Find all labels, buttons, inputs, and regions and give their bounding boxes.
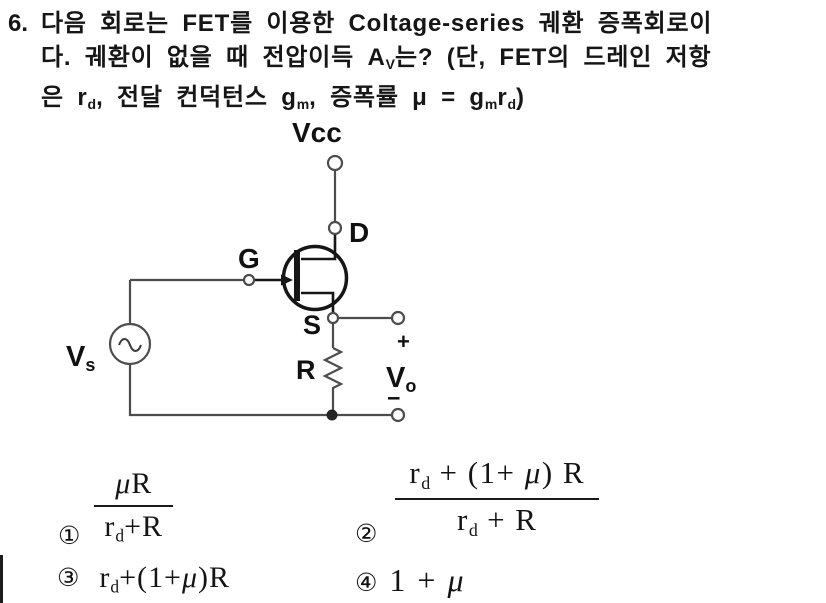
- choice-2-formula: rd + (1+ μ) R rd + R: [395, 455, 600, 541]
- fet-gate-arrow: [281, 274, 293, 286]
- numerator-text-b: + (1+: [430, 455, 525, 490]
- subscript-d: d: [468, 519, 478, 540]
- subscript-m: m: [296, 96, 310, 112]
- denominator-text-b: + R: [477, 501, 538, 537]
- fraction-numerator: μR: [105, 466, 162, 501]
- resistor-label: R: [296, 355, 316, 385]
- fraction-bar: [94, 505, 174, 508]
- choice-2: ② rd + (1+ μ) R rd + R: [355, 455, 600, 546]
- question-text: 6. 다음 회로는 FET를 이용한 Coltage-series 궤환 증폭회로…: [8, 7, 820, 122]
- question-line-1-text: 다음 회로는 FET를 이용한 Coltage-series 궤환 증폭회로이: [41, 10, 713, 37]
- vs-label: Vs: [66, 341, 95, 375]
- vo-label-main: V: [386, 362, 406, 394]
- fet-body: [281, 244, 349, 312]
- fraction-denominator: rd + R: [443, 502, 551, 541]
- formula-text-b: +(1+: [119, 561, 182, 594]
- fraction-numerator: rd + (1+ μ) R: [395, 455, 599, 494]
- junction-dot: [326, 409, 338, 421]
- choice-1: ① μR rd+R: [58, 466, 174, 551]
- numerator-text: R: [131, 467, 153, 500]
- vs-label-main: V: [66, 341, 86, 373]
- fraction-denominator: rd+R: [94, 509, 173, 546]
- mu-symbol: μ: [447, 562, 466, 598]
- subscript-m2: m: [484, 96, 498, 112]
- terminal-circles: [242, 154, 406, 423]
- fet-source-lead: [301, 291, 335, 313]
- question-line-1: 6. 다음 회로는 FET를 이용한 Coltage-series 궤환 증폭회로…: [8, 7, 820, 41]
- source-label: S: [303, 310, 321, 340]
- question-line-3-text-c: , 증폭률 μ = g: [309, 84, 485, 111]
- formula-text: 1 +: [389, 562, 448, 598]
- output-terminal-bottom: [390, 407, 406, 423]
- wire-left-loop-bottom: [128, 364, 391, 417]
- subscript-V: V: [385, 55, 395, 72]
- choice-1-marker: ①: [58, 521, 81, 551]
- subscript-d: d: [115, 525, 125, 546]
- question-line-2: 다. 궤환이 없을 때 전압이득 AV는? (단, FET의 드레인 저항: [8, 41, 820, 82]
- vo-minus-sign: −: [387, 385, 400, 411]
- subscript-d: d: [87, 96, 97, 112]
- question-line-2-text: 다. 궤환이 없을 때 전압이득 A: [41, 43, 386, 71]
- drain-label: D: [349, 217, 369, 248]
- choice-4-marker: ④: [355, 567, 378, 597]
- choice-3-marker: ③: [57, 563, 80, 593]
- denominator-text-b: +R: [124, 510, 164, 544]
- fet-symbol: [254, 234, 349, 313]
- formula-text-c: )R: [198, 561, 231, 594]
- fet-channel-bar: [294, 250, 300, 301]
- output-terminal-top: [390, 310, 406, 326]
- fraction-bar: [395, 497, 600, 500]
- choice-4-formula: 1 + μ: [389, 562, 465, 599]
- choice-4: ④ 1 + μ: [355, 562, 466, 599]
- source-terminal: [326, 311, 340, 325]
- numerator-text-c: ) R: [541, 455, 586, 490]
- question-line-3-text-d: r: [497, 84, 508, 111]
- subscript-d: d: [110, 576, 120, 597]
- vs-source: [108, 322, 152, 366]
- circuit-labels: Vcc D G S R + Vs Vo −: [66, 117, 416, 411]
- drain-terminal: [327, 220, 343, 236]
- question-line-3-text: 은 r: [41, 84, 88, 111]
- formula-text: r: [99, 561, 111, 594]
- vo-label: Vo: [386, 362, 416, 396]
- choice-1-formula: μR rd+R: [94, 466, 174, 546]
- subscript-d2: d: [507, 96, 517, 112]
- vcc-terminal: [326, 154, 344, 172]
- vo-plus-sign: +: [397, 329, 410, 354]
- subscript-d: d: [421, 472, 431, 493]
- vs-label-sub: s: [85, 355, 95, 375]
- question-line-3-text-e: ): [516, 84, 525, 111]
- vo-label-sub: o: [405, 376, 416, 396]
- choice-2-marker: ②: [355, 518, 378, 548]
- resistor-zigzag: [322, 347, 344, 410]
- choice-3-formula: rd+(1+μ)R: [99, 560, 230, 597]
- circuit-wires: [128, 171, 391, 417]
- question-number: 6.: [8, 10, 29, 37]
- denominator-text: r: [457, 501, 469, 537]
- choice-3: ③ rd+(1+μ)R: [57, 560, 230, 597]
- mu-symbol: μ: [181, 561, 199, 594]
- gate-terminal: [242, 273, 256, 287]
- mu-symbol: μ: [524, 455, 542, 490]
- question-line-2-text-b: 는? (단, FET의 드레인 저항: [394, 43, 712, 71]
- question-line-3: 은 rd, 전달 컨덕턴스 gm, 증폭률 μ = gmrd): [8, 81, 820, 122]
- fet-drain-lead: [301, 234, 337, 261]
- page-edge-mark: [0, 555, 3, 603]
- denominator-text: r: [104, 510, 116, 544]
- numerator-text: r: [409, 455, 422, 490]
- circuit-diagram: Vcc D G S R + Vs Vo −: [66, 117, 416, 423]
- sine-icon: [118, 338, 142, 352]
- vcc-label: Vcc: [292, 117, 342, 148]
- question-line-3-text-b: , 전달 컨덕턴스 g: [96, 84, 297, 111]
- gate-label: G: [238, 243, 260, 274]
- mu-symbol: μ: [115, 467, 132, 500]
